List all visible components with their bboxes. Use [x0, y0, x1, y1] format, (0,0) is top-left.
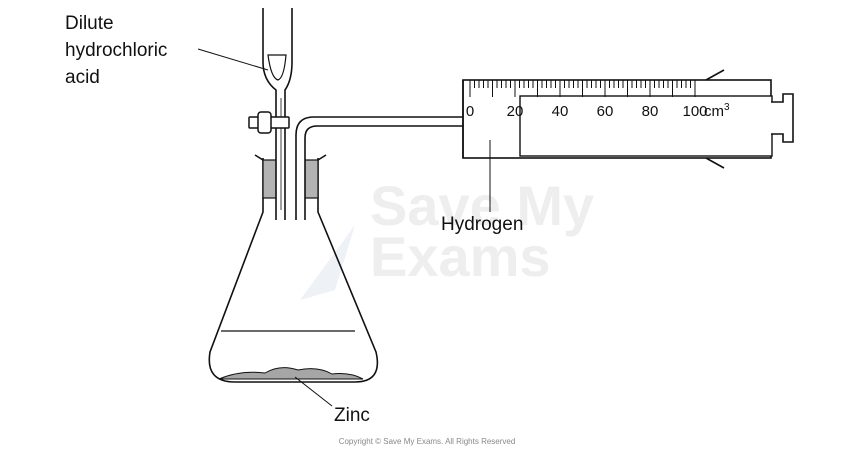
flask-lip-right	[317, 154, 327, 161]
zinc-leader	[294, 376, 333, 407]
syringe-plunger	[519, 95, 773, 157]
flask-outline	[208, 158, 379, 383]
rubber-stopper	[262, 156, 319, 220]
syringe-scale-labels: 0 20 40 60 80 100	[466, 103, 708, 120]
acid-leader	[197, 48, 269, 71]
syringe-handle[interactable]	[771, 93, 794, 143]
scale-label: 60	[597, 103, 614, 120]
syringe-unit-superscript: 3	[724, 102, 730, 113]
flask-lip-left	[254, 154, 264, 161]
dropping-funnel	[262, 8, 293, 220]
watermark-logo-icon	[300, 225, 355, 300]
watermark-line2: Exams	[370, 225, 551, 288]
syringe-scale-ticks	[469, 80, 696, 97]
syringe-unit-text: cm	[704, 103, 724, 120]
syringe-unit: cm3	[704, 102, 730, 120]
leader-lines	[197, 48, 491, 407]
conical-flask	[208, 154, 379, 383]
scale-label: 0	[466, 103, 474, 120]
copyright-notice: Copyright © Save My Exams. All Rights Re…	[339, 437, 516, 446]
acid-label-line3: acid	[65, 67, 100, 88]
zinc-label: Zinc	[334, 405, 370, 426]
hydrogen-label: Hydrogen	[441, 214, 523, 235]
scale-label: 80	[642, 103, 659, 120]
zinc-granules	[218, 367, 364, 380]
scale-label: 100	[682, 103, 707, 120]
acid-label-line1: Dilute	[65, 13, 114, 34]
delivery-tube	[295, 116, 463, 220]
watermark: Save My Exams	[300, 174, 594, 300]
scale-label: 40	[552, 103, 569, 120]
scale-label: 20	[507, 103, 524, 120]
acid-label-line2: hydrochloric	[65, 40, 167, 61]
watermark-line1: Save My	[370, 174, 594, 237]
stopcock-tap[interactable]	[248, 111, 290, 134]
gas-syringe	[462, 69, 794, 169]
